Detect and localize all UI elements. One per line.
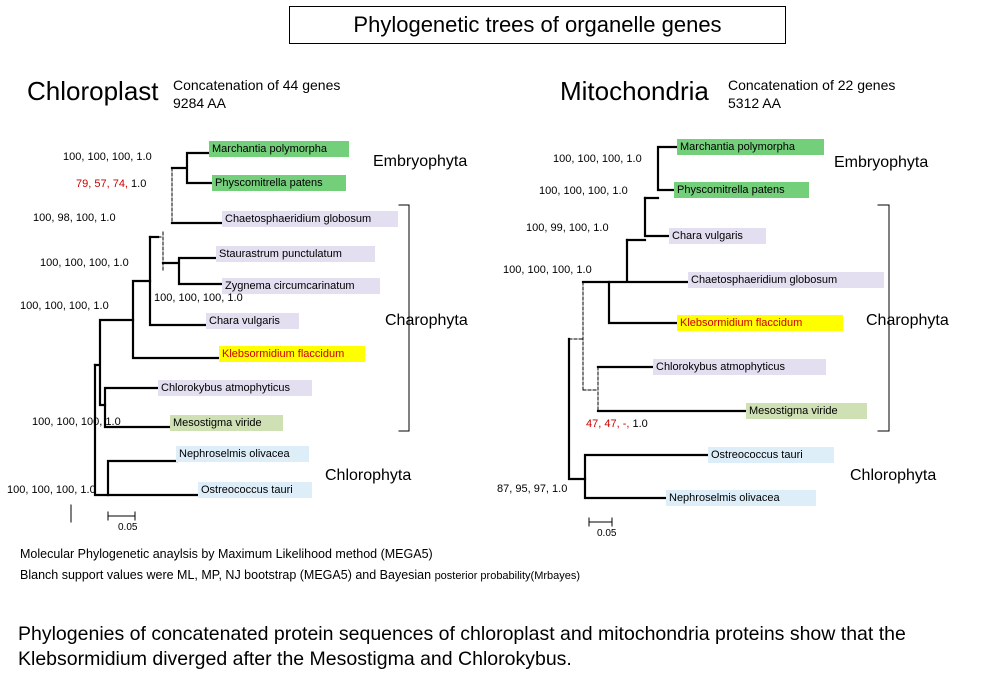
cp-support-root: 100, 100, 100, 1.0 bbox=[7, 484, 96, 496]
cp-support-embryophyta: 100, 100, 100, 1.0 bbox=[63, 151, 152, 163]
mt-taxon-ostreococcus: Ostreococcus tauri bbox=[708, 447, 834, 463]
cp-taxon-chlorokybus: Chlorokybus atmophyticus bbox=[158, 380, 312, 396]
chloroplast-tree-branches bbox=[93, 151, 224, 497]
mt-group-embryophyta: Embryophyta bbox=[834, 154, 929, 171]
cp-taxon-nephroselmis: Nephroselmis olivacea bbox=[176, 446, 309, 462]
cp-taxon-marchantia: Marchantia polymorpha bbox=[209, 141, 349, 157]
cp-support-chaetosphaeridium: 100, 98, 100, 1.0 bbox=[33, 212, 116, 224]
mitochondria-concat-genes: Concatenation of 22 genes bbox=[728, 77, 896, 93]
chloroplast-concat-aa: 9284 AA bbox=[173, 95, 226, 111]
mt-taxon-physcomitrella: Physcomitrella patens bbox=[674, 182, 809, 198]
cp-group-embryophyta: Embryophyta bbox=[373, 153, 468, 170]
mt-support-red: 47, 47, -, 1.0 bbox=[586, 418, 648, 430]
mt-taxon-chara: Chara vulgaris bbox=[669, 228, 766, 244]
mitochondria-concat-aa: 5312 AA bbox=[728, 95, 781, 111]
chloroplast-concat-genes: Concatenation of 44 genes bbox=[173, 77, 341, 93]
cp-taxon-klebsormidium: Klebsormidium flaccidum bbox=[219, 346, 365, 362]
mt-support-chara-node: 100, 100, 100, 1.0 bbox=[539, 185, 628, 197]
cp-support-mesochloro: 100, 100, 100, 1.0 bbox=[32, 416, 121, 428]
chloroplast-scale-bar bbox=[70, 504, 136, 523]
cp-taxon-ostreococcus: Ostreococcus tauri bbox=[198, 482, 312, 498]
cp-scale-label: 0.05 bbox=[118, 522, 138, 533]
page-title: Phylogenetic trees of organelle genes bbox=[289, 6, 786, 44]
mt-taxon-chaetosphaeridium: Chaetosphaeridium globosum bbox=[688, 272, 884, 288]
mt-support-chaeto-node: 100, 99, 100, 1.0 bbox=[526, 222, 609, 234]
method-note: Molecular Phylogenetic anaylsis by Maxim… bbox=[20, 547, 433, 561]
mt-support-kleb-node: 100, 100, 100, 1.0 bbox=[503, 264, 592, 276]
cp-taxon-staurastrum: Staurastrum punctulatum bbox=[216, 246, 375, 262]
mitochondria-heading: Mitochondria bbox=[560, 76, 709, 106]
conclusion-text: Phylogenies of concatenated protein sequ… bbox=[18, 623, 906, 670]
mt-support-embryophyta: 100, 100, 100, 1.0 bbox=[553, 153, 642, 165]
cp-taxon-mesostigma: Mesostigma viride bbox=[170, 415, 283, 431]
mitochondria-scale-bar bbox=[588, 517, 613, 527]
cp-taxon-chaetosphaeridium: Chaetosphaeridium globosum bbox=[222, 211, 398, 227]
mt-taxon-klebsormidium: Klebsormidium flaccidum bbox=[677, 315, 843, 331]
cp-support-inner: 100, 100, 100, 1.0 bbox=[40, 257, 129, 269]
mt-taxon-nephroselmis: Nephroselmis olivacea bbox=[666, 490, 816, 506]
cp-group-chlorophyta: Chlorophyta bbox=[325, 467, 412, 484]
charophyta-brackets bbox=[398, 204, 890, 432]
mt-scale-label: 0.05 bbox=[597, 528, 617, 539]
cp-taxon-zygnema: Zygnema circumcarinatum bbox=[222, 278, 380, 294]
cp-support-streptophyta: 100, 100, 100, 1.0 bbox=[20, 300, 109, 312]
support-note: Blanch support values were ML, MP, NJ bo… bbox=[20, 568, 581, 582]
cp-support-red: 79, 57, 74, 1.0 bbox=[76, 178, 147, 190]
mt-taxon-chlorokybus: Chlorokybus atmophyticus bbox=[653, 359, 826, 375]
chloroplast-heading: Chloroplast bbox=[27, 76, 159, 106]
cp-support-zygnematales: 100, 100, 100, 1.0 bbox=[154, 292, 243, 304]
mt-taxon-mesostigma: Mesostigma viride bbox=[746, 403, 867, 419]
mt-support-root: 87, 95, 97, 1.0 bbox=[497, 483, 568, 495]
cp-taxon-physcomitrella: Physcomitrella patens bbox=[212, 175, 346, 191]
mt-group-charophyta: Charophyta bbox=[866, 312, 949, 329]
cp-group-charophyta: Charophyta bbox=[385, 312, 468, 329]
mitochondria-tree-branches bbox=[567, 145, 748, 500]
mt-taxon-marchantia: Marchantia polymorpha bbox=[677, 139, 824, 155]
cp-taxon-chara: Chara vulgaris bbox=[206, 313, 299, 329]
mt-group-chlorophyta: Chlorophyta bbox=[850, 467, 937, 484]
